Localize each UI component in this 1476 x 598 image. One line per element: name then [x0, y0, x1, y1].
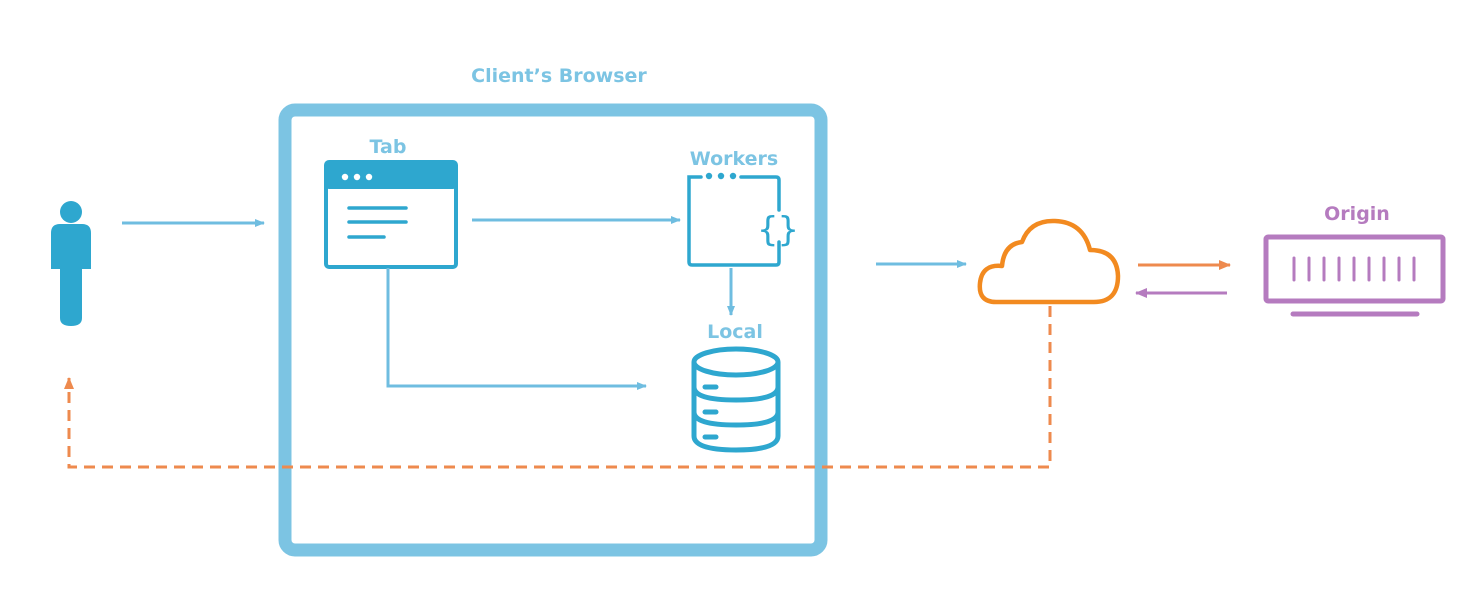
origin-label: Origin: [1324, 203, 1390, 225]
local-label: Local: [707, 321, 763, 343]
worker-icon: {}: [687, 172, 799, 267]
origin-server-icon: [1263, 234, 1446, 317]
curly-braces-glyph: {}: [758, 210, 799, 250]
browser-tab-icon: [324, 160, 458, 269]
browser-frame: [278, 103, 828, 557]
user-icon: [51, 201, 91, 326]
tab-label: Tab: [370, 136, 407, 158]
browser-label: Client’s Browser: [471, 65, 647, 87]
arrow-tab-to-local: [386, 268, 647, 390]
workers-label: Workers: [690, 148, 778, 170]
dashed-response-path: [64, 306, 1052, 469]
cloud-icon: [977, 218, 1121, 305]
database-icon: [691, 346, 781, 453]
